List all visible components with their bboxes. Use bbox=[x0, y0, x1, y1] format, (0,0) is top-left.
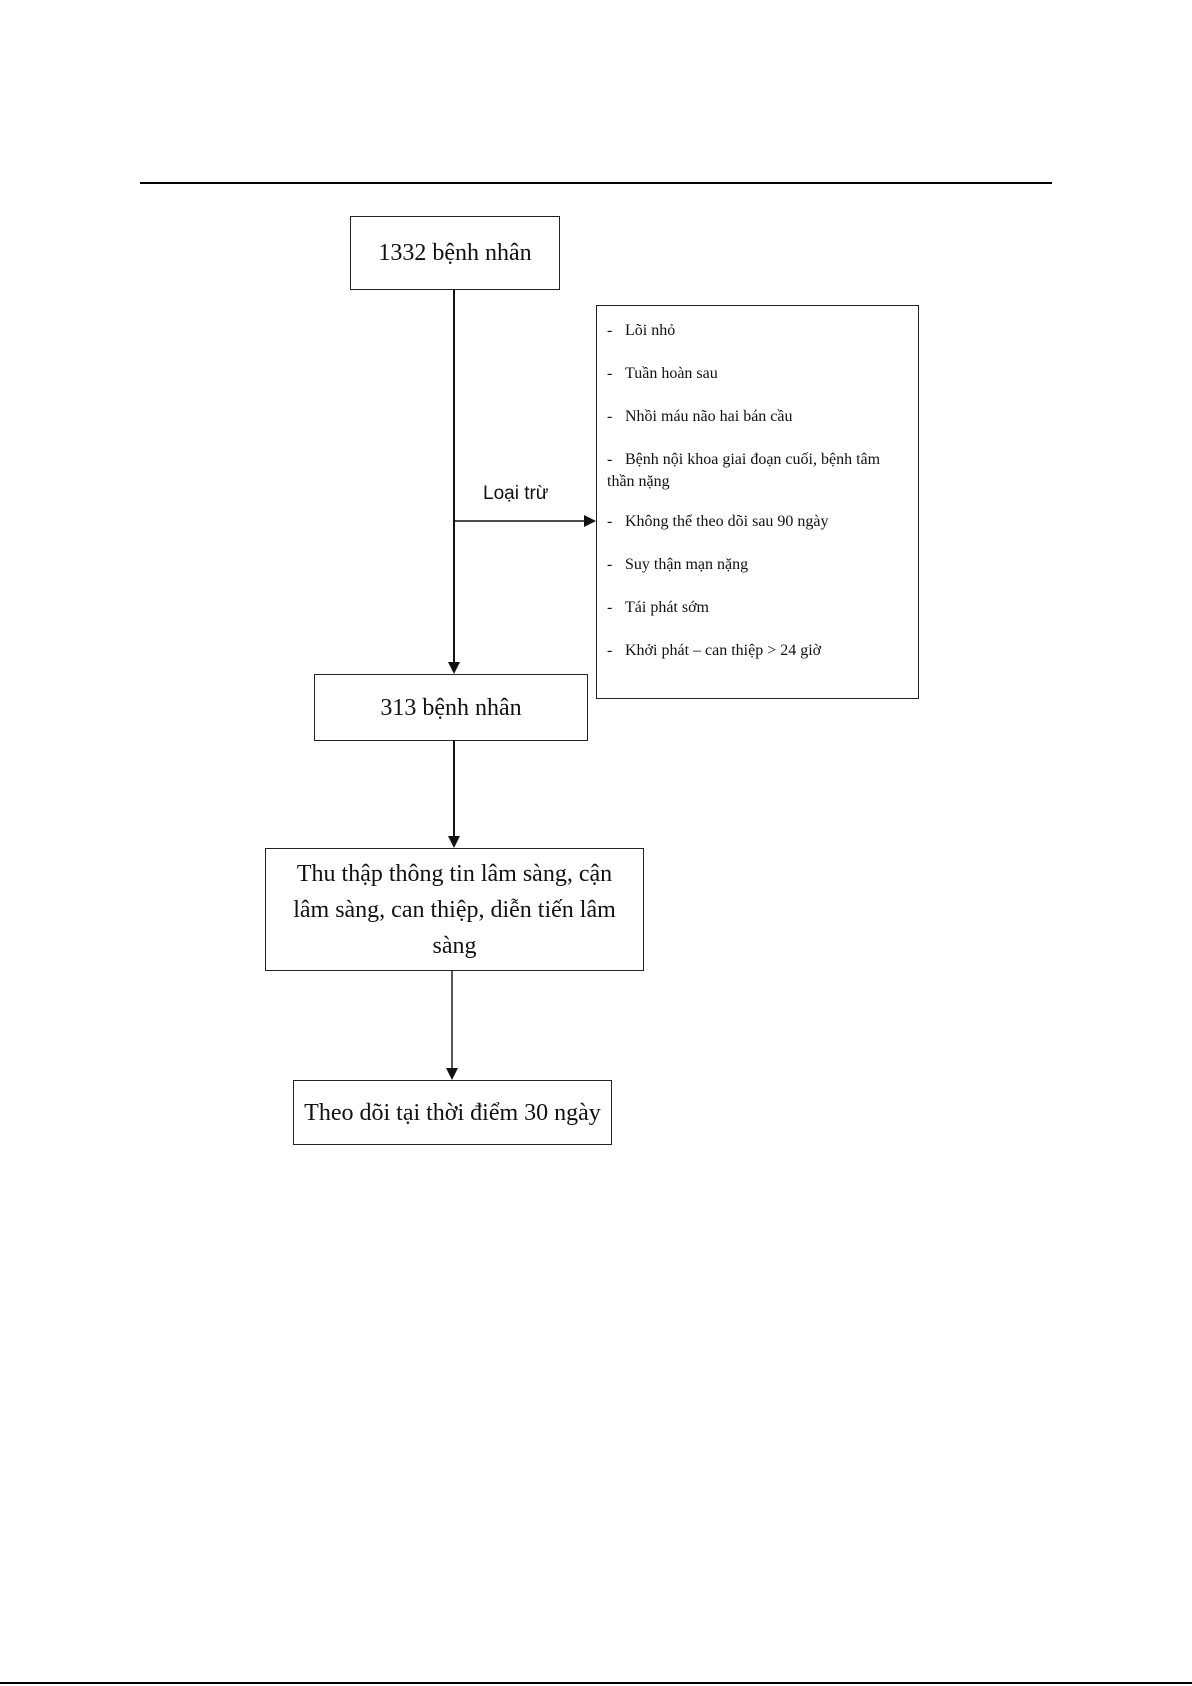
exclusion-list: -Lõi nhỏ -Tuần hoàn sau -Nhồi máu não ha… bbox=[607, 320, 904, 662]
exclusion-criteria-box: -Lõi nhỏ -Tuần hoàn sau -Nhồi máu não ha… bbox=[596, 305, 919, 699]
exclusion-item-text: Tái phát sớm bbox=[625, 599, 709, 616]
exclusion-item-text: Nhồi máu não hai bán cầu bbox=[625, 408, 793, 425]
exclusion-item-text: Suy thận mạn nặng bbox=[625, 556, 749, 573]
exclusion-item: -Suy thận mạn nặng bbox=[607, 556, 749, 573]
exclusion-item: -Nhồi máu não hai bán cầu bbox=[607, 408, 793, 425]
exclusion-item-text: Không thể theo dõi sau 90 ngày bbox=[625, 513, 829, 530]
exclusion-item-text: Lõi nhỏ bbox=[625, 322, 676, 339]
top-rule bbox=[140, 182, 1052, 184]
exclusion-item: -Tuần hoàn sau bbox=[607, 365, 718, 382]
exclusion-item-text: Khởi phát – can thiệp > 24 giờ bbox=[625, 642, 822, 659]
exclusion-item: -Không thể theo dõi sau 90 ngày bbox=[607, 513, 829, 530]
after-exclusion-label: 313 bệnh nhân bbox=[380, 694, 522, 721]
exclude-label: Loại trừ bbox=[483, 483, 549, 504]
exclusion-item: -Khởi phát – can thiệp > 24 giờ bbox=[607, 642, 822, 659]
follow-up-label: Theo dõi tại thời điểm 30 ngày bbox=[304, 1099, 601, 1126]
follow-up-box: Theo dõi tại thời điểm 30 ngày bbox=[293, 1080, 612, 1145]
exclusion-item: -Tái phát sớm bbox=[607, 599, 709, 616]
bottom-rule bbox=[0, 1682, 1192, 1684]
after-exclusion-box: 313 bệnh nhân bbox=[314, 674, 588, 741]
exclusion-item-text: Bệnh nội khoa giai đoạn cuối, bệnh tâm t… bbox=[607, 451, 881, 490]
data-collection-label: Thu thập thông tin lâm sàng, cận lâm sàn… bbox=[293, 860, 616, 959]
start-box: 1332 bệnh nhân bbox=[350, 216, 560, 290]
exclusion-item: -Bệnh nội khoa giai đoạn cuối, bệnh tâm … bbox=[607, 451, 881, 490]
exclusion-item: -Lõi nhỏ bbox=[607, 322, 676, 339]
data-collection-box: Thu thập thông tin lâm sàng, cận lâm sàn… bbox=[265, 848, 644, 971]
start-box-label: 1332 bệnh nhân bbox=[378, 240, 532, 266]
exclusion-item-text: Tuần hoàn sau bbox=[625, 365, 718, 382]
